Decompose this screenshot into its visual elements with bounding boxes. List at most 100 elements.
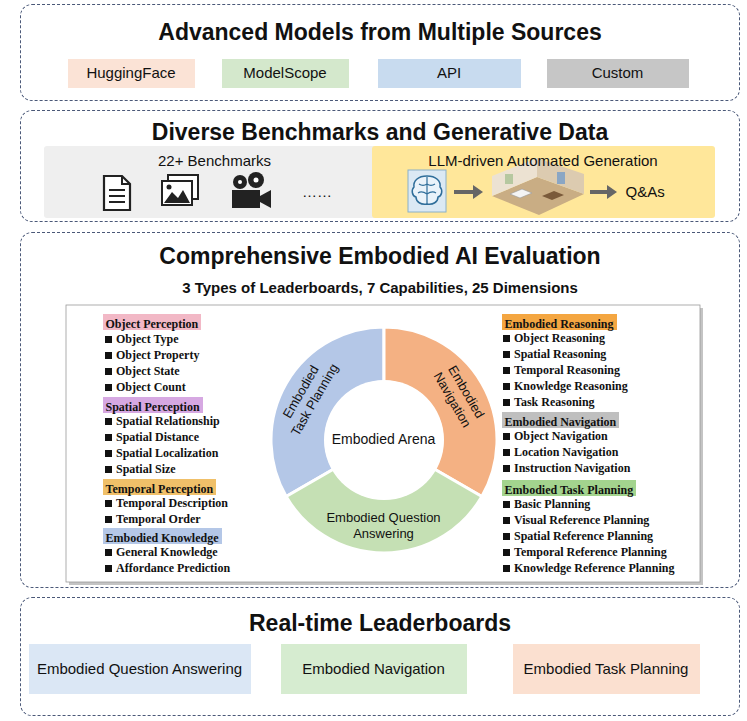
box-title: LLM-driven Automated Generation — [372, 152, 715, 169]
box-label: HuggingFace — [86, 64, 175, 81]
room-wall — [537, 158, 584, 194]
label-box: Embodied Navigation — [281, 644, 467, 694]
dimension-item: Temporal Reference Planning — [514, 544, 667, 560]
dimension-item: Spatial Reference Planning — [514, 528, 653, 544]
brain-icon-frame — [408, 170, 446, 212]
dimension-item: Instruction Navigation — [514, 460, 630, 476]
dimension-item: Object Reasoning — [514, 330, 605, 346]
bullet-square — [105, 336, 112, 343]
bullet-square — [105, 418, 112, 425]
dimension-item: Knowledge Reference Planning — [514, 560, 674, 576]
dimension-item: Object Navigation — [514, 428, 608, 444]
dimension-item: Knowledge Reasoning — [514, 378, 628, 394]
dimension-item: Object Property — [116, 347, 199, 363]
image-mountain — [164, 190, 190, 203]
camera-lens — [260, 190, 271, 208]
flow-arrow — [454, 190, 474, 194]
dimension-item: Spatial Relationship — [116, 413, 220, 429]
room-table — [542, 191, 564, 200]
bullet-square — [105, 500, 112, 507]
bullet-square — [105, 565, 112, 572]
bullet-square — [503, 465, 510, 472]
category-label: Embodied Task Planning — [505, 483, 634, 497]
category-label: Spatial Perception — [106, 400, 200, 414]
section-subtitle: 3 Types of Leaderboards, 7 Capabilities,… — [21, 279, 739, 296]
label-box: Embodied Question Answering — [29, 644, 251, 694]
dimension-item: Spatial Size — [116, 461, 176, 477]
image-icon — [162, 181, 192, 205]
dimension-item: Spatial Distance — [116, 429, 199, 445]
dimension-item: Task Reasoning — [514, 394, 595, 410]
section-title: Real-time Leaderboards — [21, 610, 739, 637]
inner-panel — [66, 305, 700, 582]
dimension-item: Object State — [116, 363, 180, 379]
room-window — [557, 172, 565, 184]
label-box: Custom — [547, 59, 689, 88]
box-label: Embodied Arena — [332, 431, 436, 447]
bullet-square — [503, 533, 510, 540]
dimension-item: Spatial Localization — [116, 445, 218, 461]
box-label: ModelScope — [243, 64, 326, 81]
brain-icon — [412, 176, 441, 204]
bullet-square — [105, 434, 112, 441]
flow-arrow — [590, 190, 608, 194]
document-fold — [122, 176, 130, 184]
box-label: Embodied Task Planning — [524, 660, 689, 677]
dimension-item: General Knowledge — [116, 544, 218, 560]
dimension-item: Temporal Description — [116, 495, 228, 511]
category-band: Embodied Task Planning — [502, 480, 637, 496]
bullet-square — [503, 433, 510, 440]
label-box: Embodied Task Planning — [513, 644, 700, 694]
category-band: Embodied Knowledge — [103, 528, 222, 544]
label-box: API — [378, 59, 521, 88]
category-band: Temporal Perception — [103, 479, 217, 495]
camera-reel — [248, 172, 264, 188]
ellipsis-label: …… — [302, 184, 332, 200]
section-panel: Diverse Benchmarks and Generative Data 22… — [20, 110, 740, 222]
dimension-item: Temporal Order — [116, 511, 201, 527]
bullet-square — [105, 352, 112, 359]
dimension-item: Temporal Reasoning — [514, 362, 620, 378]
bullet-square — [503, 517, 510, 524]
room-wall — [492, 158, 537, 196]
box-title: 22+ Benchmarks — [44, 152, 386, 169]
dimension-item: Visual Reference Planning — [514, 512, 649, 528]
bullet-square — [105, 450, 112, 457]
bullet-square — [503, 383, 510, 390]
category-band: Spatial Perception — [103, 397, 203, 413]
bullet-square — [105, 516, 112, 523]
section-title: Comprehensive Embodied AI Evaluation — [21, 243, 739, 270]
dimension-item: Affordance Prediction — [116, 560, 230, 576]
dimension-item: Object Count — [116, 379, 186, 395]
section-title: Diverse Benchmarks and Generative Data — [21, 119, 739, 146]
camera-reel — [233, 175, 247, 189]
camera-hub — [253, 177, 258, 182]
flow-arrow-head — [473, 185, 483, 199]
image-sun — [166, 184, 171, 189]
category-label: Embodied Knowledge — [106, 531, 219, 545]
bullet-square — [105, 384, 112, 391]
section-panel: Advanced Models from Multiple SourcesHug… — [20, 4, 740, 101]
brain-folds — [418, 177, 436, 204]
camera-hub — [238, 180, 242, 184]
center-circle: Embodied Arena — [324, 380, 444, 500]
output-label: Q&As — [626, 183, 665, 200]
source-box: 22+ Benchmarks — [44, 146, 386, 218]
room-bed — [510, 189, 532, 198]
ring-label: Embodied Question Answering — [314, 510, 454, 542]
room-picture — [505, 174, 513, 184]
box-label: Embodied Question Answering — [37, 660, 242, 677]
source-box: LLM-driven Automated GenerationQ&As — [372, 146, 715, 218]
bullet-square — [503, 549, 510, 556]
bullet-square — [503, 501, 510, 508]
bullet-square — [503, 367, 510, 374]
label-box: ModelScope — [222, 59, 349, 88]
category-label: Temporal Perception — [106, 482, 214, 496]
category-label: Embodied Navigation — [505, 415, 617, 429]
bullet-square — [503, 565, 510, 572]
section-panel: Real-time LeaderboardsEmbodied Question … — [20, 597, 740, 716]
document-icon — [104, 176, 130, 210]
label-box: HuggingFace — [68, 59, 195, 88]
bullet-square — [503, 449, 510, 456]
flow-arrow-head — [607, 185, 617, 199]
